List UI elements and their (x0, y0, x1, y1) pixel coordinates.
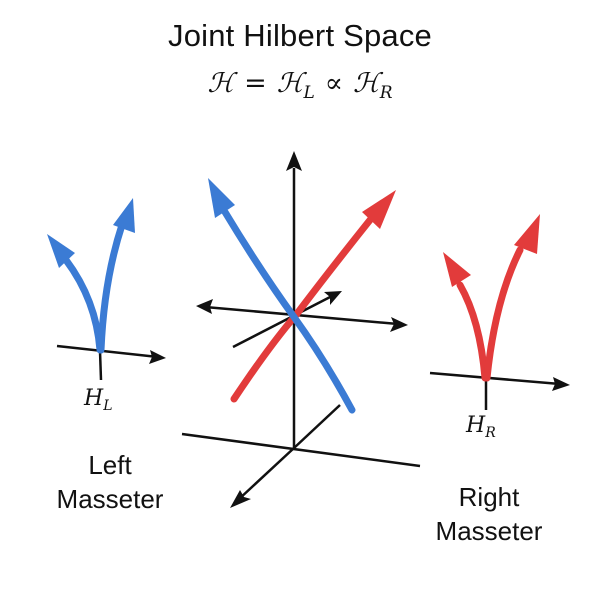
right-axis-arrowhead-icon (552, 377, 570, 391)
formula-joint-space: ℋ (207, 68, 235, 99)
left-space-label: HL (84, 386, 112, 414)
center-axis-left-arrowhead-icon (196, 299, 213, 314)
left-label-line1: Left (88, 450, 132, 480)
formula-equals: = (244, 68, 267, 99)
left-space-symbol: H (84, 386, 104, 411)
left-label-line2: Masseter (56, 484, 164, 514)
joint-blue-vector (221, 208, 356, 414)
joint-space-diagram (181, 151, 421, 508)
right-vector-1 (456, 281, 489, 382)
left-masseter-label: Left Masseter (40, 448, 180, 516)
right-horizontal-axis (429, 371, 561, 386)
left-vector-2 (97, 221, 126, 354)
right-space-subscript: R (485, 425, 496, 441)
ground-axis-depth-front (237, 447, 295, 501)
center-depth-axis (232, 293, 335, 349)
joint-space-formula: ℋ=ℋL∝ℋR (0, 68, 600, 103)
joint-red-arrowhead-icon (362, 190, 396, 229)
right-vector-2-arrowhead-icon (514, 214, 540, 254)
joint-red-vector (230, 216, 374, 403)
ground-axis-depth-back (293, 404, 341, 449)
left-vertical-tick (98, 350, 103, 381)
right-masseter-label: Right Masseter (416, 480, 562, 548)
ground-depth-arrowhead-icon (230, 490, 251, 508)
center-depth-arrowhead-icon (324, 291, 342, 305)
formula-operator: ∝ (324, 68, 344, 99)
right-space-label: HR (466, 413, 496, 441)
right-space-symbol: H (466, 413, 486, 438)
left-vector-1 (62, 256, 104, 354)
formula-left-subscript: L (303, 83, 315, 103)
formula-left-space: ℋ (276, 68, 304, 99)
left-space-subscript: L (103, 398, 113, 414)
ground-axis-horizontal (181, 432, 421, 468)
joint-blue-arrowhead-icon (208, 178, 235, 218)
left-space-diagram (47, 198, 166, 381)
diagram-title: Joint Hilbert Space (168, 18, 432, 53)
right-space-diagram (429, 214, 570, 410)
center-axis-right-arrowhead-icon (390, 317, 408, 332)
formula-right-subscript: R (379, 83, 393, 103)
formula-right-space: ℋ (353, 68, 380, 99)
vertical-axis-arrowhead-icon (286, 151, 302, 171)
right-vector-2 (483, 246, 524, 382)
left-axis-arrowhead-icon (149, 350, 166, 364)
center-horizontal-axis (204, 305, 399, 326)
right-label-line1: Right (458, 482, 520, 512)
right-label-line2: Masseter (435, 516, 543, 546)
right-vector-1-arrowhead-icon (443, 252, 471, 287)
left-horizontal-axis (56, 344, 159, 359)
left-vector-2-arrowhead-icon (113, 198, 135, 233)
left-vector-1-arrowhead-icon (47, 234, 75, 268)
